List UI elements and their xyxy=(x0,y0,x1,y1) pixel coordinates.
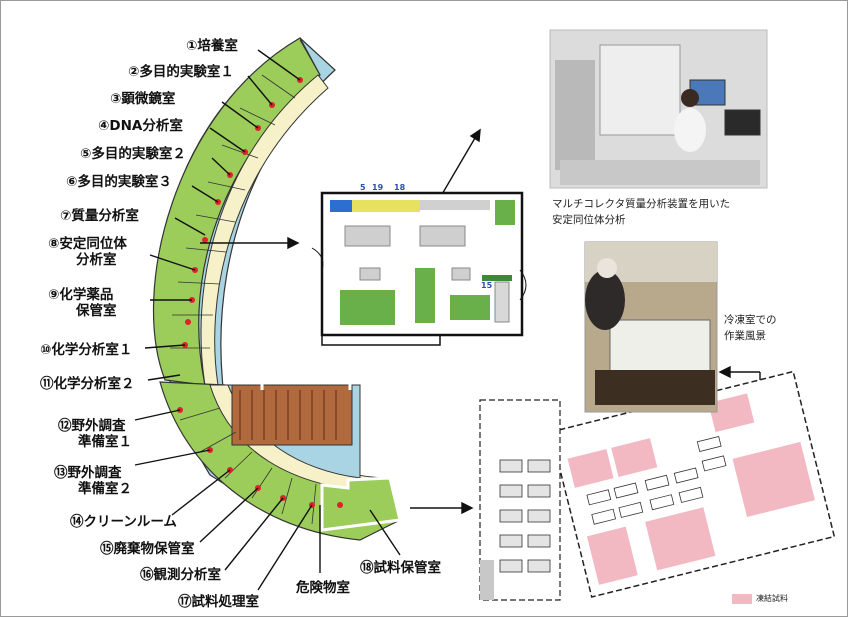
room-label-hazard: 危険物室 xyxy=(296,580,350,596)
room-label-8a: ⑧安定同位体 xyxy=(48,236,127,252)
detail-number-19: 19 xyxy=(372,183,384,192)
room-label-5: ⑤多目的実験室２ xyxy=(80,146,186,162)
room-label-18: ⑱試料保管室 xyxy=(360,560,441,576)
room-label-13a: ⑬野外調査 xyxy=(54,465,122,481)
roof-block xyxy=(231,384,353,446)
caption-freezer-1: 冷凍室での xyxy=(724,314,777,326)
caption-mass-spec-1: マルチコレクタ質量分析装置を用いた xyxy=(552,198,731,210)
room-label-6: ⑥多目的実験室３ xyxy=(66,174,172,190)
detail-number-5: 5 xyxy=(360,183,366,192)
room-label-4: ④DNA分析室 xyxy=(98,118,183,134)
room-label-17: ⑰試料処理室 xyxy=(178,594,259,610)
photo-mass-spectrometer xyxy=(549,29,768,189)
room-label-15: ⑮廃棄物保管室 xyxy=(100,541,195,557)
detail-plan-storage xyxy=(479,370,836,604)
room-label-9b: 保管室 xyxy=(76,303,117,319)
room-label-12a: ⑫野外調査 xyxy=(58,418,126,434)
sample-storage-highlight xyxy=(320,476,402,532)
room-label-14: ⑭クリーンルーム xyxy=(70,514,177,530)
caption-freezer-2: 作業風景 xyxy=(724,330,766,342)
room-label-9a: ⑨化学薬品 xyxy=(48,287,114,303)
room-label-16: ⑯観測分析室 xyxy=(140,567,221,583)
detail-plan-mass-spec xyxy=(311,191,527,346)
photo-freezer-room xyxy=(584,241,718,413)
room-label-8b: 分析室 xyxy=(76,252,117,268)
detail-number-18: 18 xyxy=(394,183,406,192)
room-label-11: ⑪化学分析室２ xyxy=(40,376,135,392)
room-label-13b: 準備室２ xyxy=(78,481,132,497)
caption-mass-spec-2: 安定同位体分析 xyxy=(552,214,626,226)
room-label-3: ③顕微鏡室 xyxy=(110,91,176,107)
detail-number-15: 15 xyxy=(481,281,493,290)
room-label-1: ①培養室 xyxy=(186,38,238,54)
building-floor-plan xyxy=(153,37,402,541)
room-label-7: ⑦質量分析室 xyxy=(60,208,139,224)
room-label-2: ②多目的実験室１ xyxy=(128,64,234,80)
room-label-12b: 準備室１ xyxy=(78,434,132,450)
room-label-10: ⑩化学分析室１ xyxy=(40,342,133,358)
roof-highlight xyxy=(260,376,352,390)
legend-frozen-samples: 凍結試料 xyxy=(756,594,788,603)
